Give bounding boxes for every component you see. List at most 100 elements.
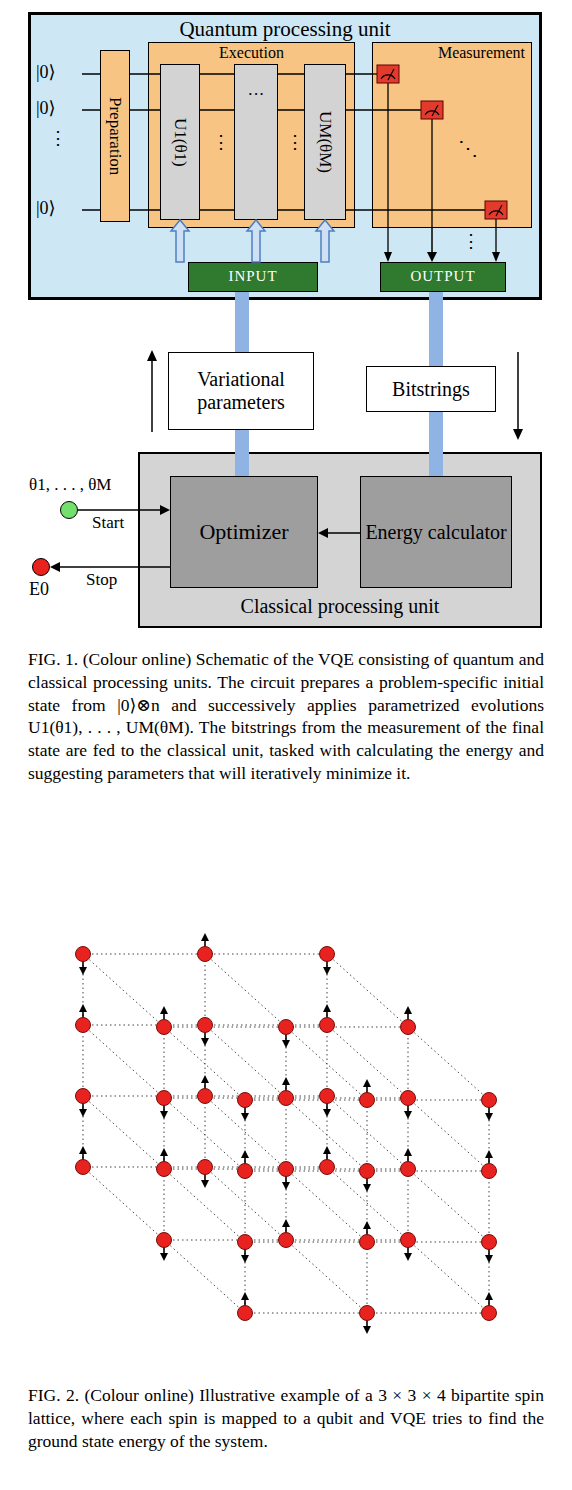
figure-caption: FIG. 2. (Colour online) Illustrative exa…	[28, 1384, 544, 1452]
figure-caption: FIG. 1. (Colour online) Schematic of the…	[28, 648, 544, 785]
parameters-box: Variational parameters	[168, 352, 314, 430]
bond	[245, 1171, 246, 1242]
energy-box: Energy calculator	[360, 476, 512, 588]
ellipsis: ⋱	[458, 136, 478, 160]
spin-head	[323, 967, 331, 975]
spin-head	[79, 967, 87, 975]
bond	[286, 1240, 367, 1313]
bond	[489, 1242, 490, 1313]
spin-site	[238, 1164, 253, 1179]
spin-site	[157, 1020, 172, 1035]
bond	[205, 1167, 327, 1168]
bond	[408, 1240, 489, 1313]
bond	[408, 1027, 489, 1100]
spin-site	[320, 947, 335, 962]
optimizer-box: Optimizer	[170, 476, 318, 588]
spin-head	[201, 1038, 209, 1046]
spin-head	[323, 1004, 331, 1012]
execution-box: ExecutionU1(θ1)···UM(θM)	[148, 42, 355, 228]
bond	[367, 1242, 368, 1313]
spin-site	[238, 1235, 253, 1250]
stop-circle: E0	[32, 558, 50, 576]
spin-site	[360, 1235, 375, 1250]
spin-site	[157, 1162, 172, 1177]
bond	[245, 1100, 246, 1171]
bond	[286, 1169, 367, 1242]
arrow-head	[147, 350, 157, 361]
input-box: INPUT	[188, 262, 318, 292]
bond	[83, 1167, 164, 1240]
bond	[286, 1027, 408, 1028]
node-label: Preparation	[105, 97, 125, 175]
start-circle: θ1, . . . , θM	[60, 501, 78, 519]
edge-label: Stop	[86, 570, 117, 590]
unitary-box: ···	[234, 64, 278, 220]
bond	[205, 1025, 327, 1026]
spin-head	[201, 1180, 209, 1188]
spin-head	[160, 1148, 168, 1156]
bond	[164, 1098, 165, 1169]
bond	[83, 1096, 164, 1169]
ket-label: |0⟩	[36, 198, 56, 220]
spin-head	[160, 1253, 168, 1261]
bond	[164, 1240, 286, 1241]
bond	[245, 1242, 367, 1243]
spin-site	[198, 1089, 213, 1104]
node-label: ···	[248, 85, 265, 105]
ket-label: |0⟩	[36, 62, 56, 84]
bond	[367, 1100, 368, 1171]
spin-head	[282, 1219, 290, 1227]
arrow-head	[50, 562, 60, 572]
qubit-wires	[373, 43, 531, 227]
bond	[164, 1169, 245, 1242]
node-label: U1(θ1)	[170, 118, 190, 167]
ellipsis: ⋮	[286, 132, 304, 154]
spin-head	[485, 1113, 493, 1121]
spin-head	[282, 1182, 290, 1190]
spin-head	[282, 1040, 290, 1048]
spin-site	[76, 947, 91, 962]
loop-arrows	[147, 350, 523, 440]
bond	[83, 1025, 84, 1096]
spin-head	[241, 1113, 249, 1121]
bond	[408, 1098, 409, 1169]
loop-arrow	[517, 352, 519, 430]
bond	[327, 1025, 408, 1098]
node-label: Optimizer	[199, 519, 288, 544]
spin-site	[320, 1018, 335, 1033]
bond	[83, 954, 84, 1025]
spin-site	[401, 1020, 416, 1035]
bond	[286, 1169, 408, 1170]
spin-site	[360, 1164, 375, 1179]
bond	[489, 1171, 490, 1242]
bond	[245, 1313, 367, 1314]
bond	[164, 1098, 286, 1099]
spin-site	[76, 1089, 91, 1104]
spin-site	[279, 1233, 294, 1248]
node-label: Energy calculator	[365, 521, 506, 544]
bond	[164, 1027, 165, 1098]
bond	[286, 1098, 408, 1099]
spin-site	[279, 1162, 294, 1177]
lattice-bonds	[83, 954, 489, 1313]
spin-head	[79, 1146, 87, 1154]
spin-head	[79, 1004, 87, 1012]
bond	[205, 954, 206, 1025]
bond	[83, 1096, 205, 1097]
spin-site	[157, 1091, 172, 1106]
spin-site	[320, 1089, 335, 1104]
spin-head	[404, 1253, 412, 1261]
spin-head	[160, 1006, 168, 1014]
data-bus	[235, 292, 249, 352]
bond	[83, 1025, 205, 1026]
spin-head	[201, 933, 209, 941]
bond	[367, 1242, 489, 1243]
spin-site	[360, 1306, 375, 1321]
spin-head	[160, 1111, 168, 1119]
bond	[367, 1313, 489, 1314]
bitstrings-box: Bitstrings	[366, 366, 496, 412]
bond	[408, 1169, 409, 1240]
bond	[205, 1096, 327, 1097]
classical-unit-box: Classical processing unitOptimizerEnergy…	[138, 452, 542, 628]
spin-site	[401, 1091, 416, 1106]
